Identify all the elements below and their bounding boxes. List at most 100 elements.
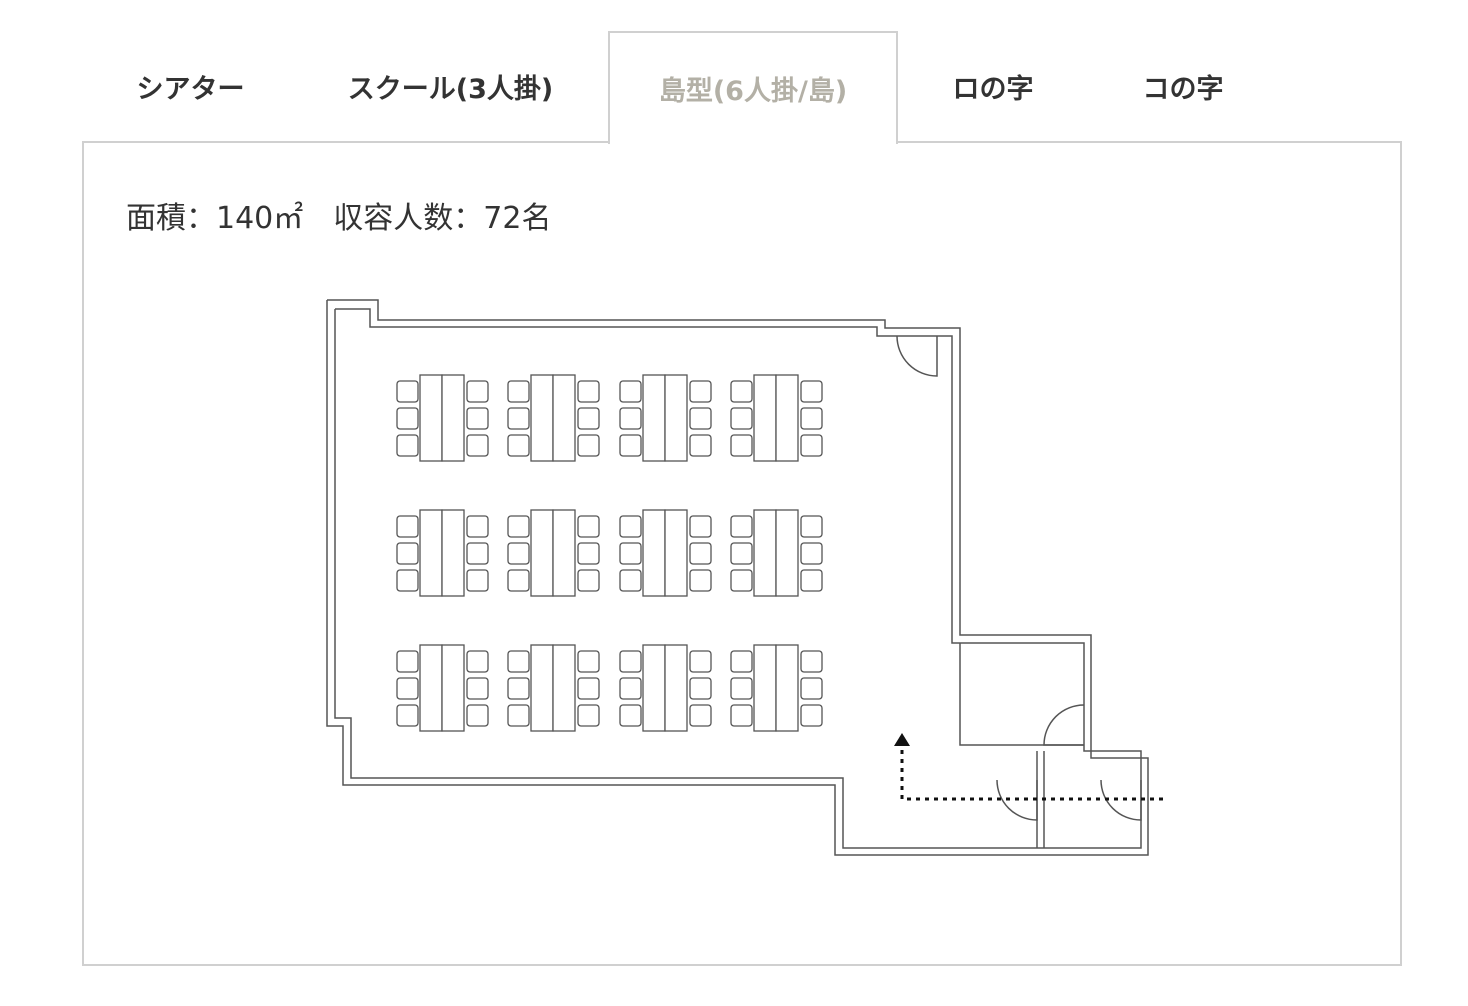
chair: [800, 677, 823, 700]
chair: [466, 569, 489, 592]
table-group: [619, 374, 712, 462]
chair: [396, 542, 419, 565]
room-walls: [326, 299, 1149, 856]
chair: [577, 380, 600, 403]
tab-ko-shape[interactable]: コの字: [1113, 31, 1253, 142]
chair: [689, 569, 712, 592]
desk: [419, 374, 443, 462]
chair: [619, 704, 642, 727]
entry-arrow: [894, 733, 1163, 801]
chair: [507, 650, 530, 673]
tab-label: シアター: [136, 74, 245, 105]
chair: [466, 434, 489, 457]
desk: [753, 509, 777, 597]
chair: [689, 650, 712, 673]
chair: [689, 407, 712, 430]
chair: [619, 569, 642, 592]
chair: [507, 569, 530, 592]
desk: [664, 374, 688, 462]
desk: [775, 644, 799, 732]
desk: [530, 374, 554, 462]
chair: [800, 704, 823, 727]
desk: [642, 374, 666, 462]
desk: [552, 509, 576, 597]
chair: [396, 380, 419, 403]
chair: [396, 407, 419, 430]
chair: [396, 704, 419, 727]
chair: [396, 569, 419, 592]
tab-school[interactable]: スクール(3人掛): [328, 31, 573, 142]
door-swing: [1043, 704, 1085, 746]
door-swing: [896, 335, 938, 377]
desk: [530, 509, 554, 597]
chair: [577, 677, 600, 700]
chair: [507, 515, 530, 538]
door-swing: [996, 779, 1038, 821]
chair: [689, 542, 712, 565]
table-group: [619, 644, 712, 732]
chair: [689, 677, 712, 700]
desk: [642, 644, 666, 732]
chair: [800, 569, 823, 592]
chair: [466, 542, 489, 565]
chair: [577, 407, 600, 430]
chair: [730, 542, 753, 565]
table-group: [396, 374, 489, 462]
chair: [619, 650, 642, 673]
chair: [507, 542, 530, 565]
desk: [552, 644, 576, 732]
chair: [619, 407, 642, 430]
chair: [800, 434, 823, 457]
side-room-wall: [959, 643, 1084, 746]
desk: [441, 374, 465, 462]
chair: [577, 434, 600, 457]
chair: [619, 542, 642, 565]
chair: [507, 407, 530, 430]
chair: [800, 650, 823, 673]
desk: [642, 509, 666, 597]
chair: [577, 515, 600, 538]
area-label: 面積：140㎡: [126, 201, 304, 236]
table-group: [396, 509, 489, 597]
chair: [619, 380, 642, 403]
table-group: [730, 374, 823, 462]
chair: [577, 650, 600, 673]
tab-ro-shape[interactable]: ロの字: [923, 31, 1063, 142]
table-group: [730, 644, 823, 732]
chair: [466, 515, 489, 538]
chair: [689, 515, 712, 538]
desk: [441, 509, 465, 597]
chair: [730, 704, 753, 727]
desk: [753, 374, 777, 462]
chair: [619, 677, 642, 700]
chair: [466, 380, 489, 403]
table-groups: [396, 374, 823, 732]
desk: [753, 644, 777, 732]
tab-theater[interactable]: シアター: [83, 31, 298, 142]
chair: [800, 515, 823, 538]
chair: [507, 434, 530, 457]
chair: [396, 515, 419, 538]
chair: [730, 515, 753, 538]
tab-label: 島型(6人掛/島): [658, 76, 848, 107]
tab-label: ロの字: [952, 74, 1034, 105]
table-group: [507, 644, 600, 732]
chair: [730, 380, 753, 403]
chair: [730, 407, 753, 430]
chair: [730, 569, 753, 592]
capacity-label: 収容人数：72名: [333, 201, 552, 236]
desk: [441, 644, 465, 732]
chair: [800, 407, 823, 430]
chair: [689, 380, 712, 403]
chair: [507, 704, 530, 727]
chair: [689, 704, 712, 727]
room-info: 面積：140㎡ 収容人数：72名: [126, 193, 551, 237]
desk: [775, 374, 799, 462]
desk: [419, 644, 443, 732]
chair: [466, 677, 489, 700]
tab-island[interactable]: 島型(6人掛/島): [608, 31, 898, 144]
outer-wall: [326, 299, 1149, 856]
chair: [619, 515, 642, 538]
chair: [466, 704, 489, 727]
